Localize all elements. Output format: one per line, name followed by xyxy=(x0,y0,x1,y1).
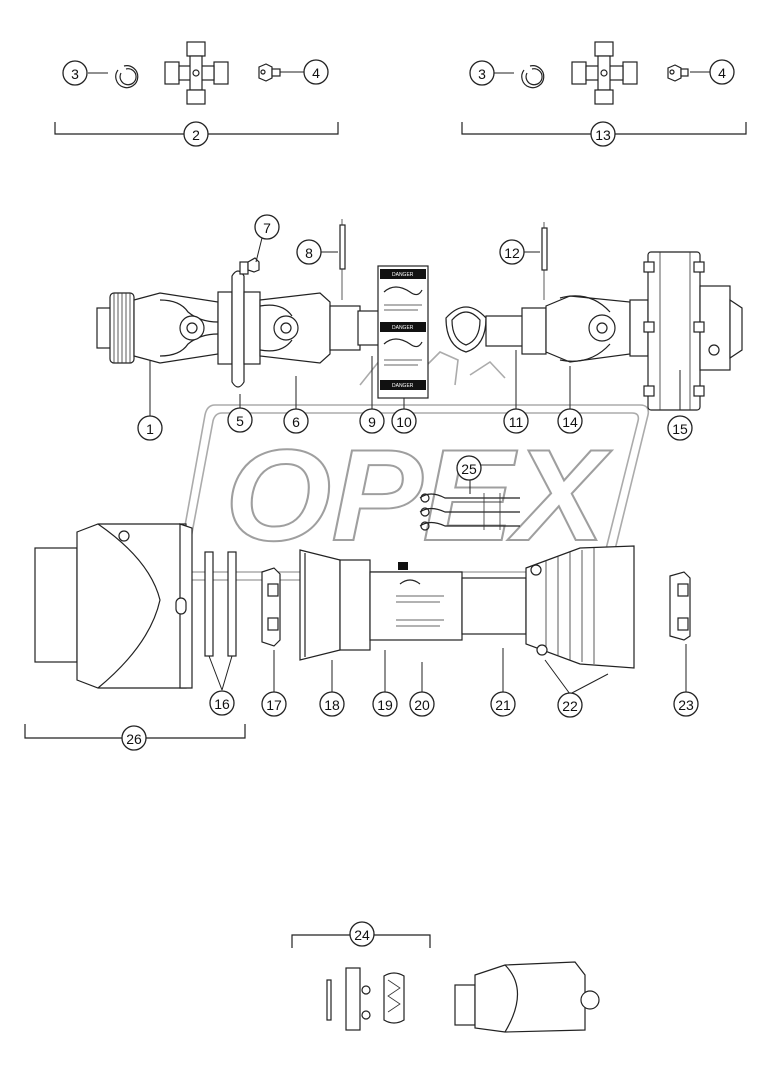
spider-kit-left xyxy=(115,41,281,105)
danger-text-2: DANGER xyxy=(392,325,414,331)
svg-text:18: 18 xyxy=(324,697,340,713)
watermark-text: OPEX xyxy=(225,422,613,568)
svg-text:13: 13 xyxy=(595,127,611,143)
svg-text:22: 22 xyxy=(562,698,578,714)
svg-text:3: 3 xyxy=(478,66,486,82)
svg-text:16: 16 xyxy=(214,696,230,712)
spider-kit-right xyxy=(521,41,689,105)
spring-pins xyxy=(419,493,520,531)
callout-1: 1 xyxy=(137,415,163,441)
svg-text:12: 12 xyxy=(504,245,520,261)
callout-7: 7 xyxy=(254,214,280,240)
callout-11: 11 xyxy=(503,408,529,434)
callout-20: 20 xyxy=(409,691,435,717)
svg-text:5: 5 xyxy=(236,413,244,429)
callout-4-right: 4 xyxy=(709,59,735,85)
callout-13: 14 xyxy=(557,408,583,434)
svg-text:11: 11 xyxy=(509,414,524,430)
callout-9: 9 xyxy=(359,408,385,434)
callout-18: 18 xyxy=(319,691,345,717)
callout-15: 15 xyxy=(667,415,693,441)
callout-26: 26 xyxy=(121,725,147,751)
svg-text:19: 19 xyxy=(377,697,393,713)
svg-text:4: 4 xyxy=(312,65,320,81)
svg-text:23: 23 xyxy=(678,697,694,713)
callout-6: 6 xyxy=(283,408,309,434)
svg-text:25: 25 xyxy=(461,461,477,477)
callout-24: 24 xyxy=(349,921,375,947)
callout-16: 16 xyxy=(209,690,235,716)
callout-25: 25 xyxy=(456,455,482,481)
svg-text:3: 3 xyxy=(71,66,79,82)
warning-label: DANGER DANGER DANGER xyxy=(377,265,429,399)
callout-2: 2 xyxy=(183,121,209,147)
callout-4: 4 xyxy=(303,59,329,85)
svg-text:6: 6 xyxy=(292,414,300,430)
svg-text:10: 10 xyxy=(396,414,412,430)
callout-3: 3 xyxy=(62,60,88,86)
callouts: 3 4 2 3 4 13 7 8 12 1 5 6 9 10 11 14 15 … xyxy=(62,59,735,947)
leader-lines xyxy=(88,71,710,695)
callout-3-right: 3 xyxy=(469,60,495,86)
svg-text:24: 24 xyxy=(354,927,370,943)
danger-text-1: DANGER xyxy=(392,272,414,278)
callout-5: 5 xyxy=(227,407,253,433)
svg-text:26: 26 xyxy=(126,731,142,747)
callout-23: 23 xyxy=(673,691,699,717)
svg-text:15: 15 xyxy=(672,421,688,437)
svg-text:9: 9 xyxy=(368,414,376,430)
yoke-kit xyxy=(326,961,600,1033)
callout-12: 12 xyxy=(499,239,525,265)
svg-text:7: 7 xyxy=(263,220,271,236)
callout-19: 19 xyxy=(372,691,398,717)
callout-22: 22 xyxy=(557,692,583,718)
callout-17: 17 xyxy=(261,691,287,717)
svg-text:17: 17 xyxy=(266,697,282,713)
svg-text:1: 1 xyxy=(146,421,154,437)
svg-text:14: 14 xyxy=(562,414,578,430)
callout-14: 13 xyxy=(590,121,616,147)
callout-10: 10 xyxy=(391,408,417,434)
svg-text:21: 21 xyxy=(495,697,511,713)
svg-text:20: 20 xyxy=(414,697,430,713)
drive-shaft-assembly: DANGER DANGER DANGER xyxy=(96,219,743,411)
callout-8: 8 xyxy=(296,239,322,265)
guard-assembly xyxy=(34,523,691,689)
callout-21: 21 xyxy=(490,691,516,717)
watermark: OPEX xyxy=(175,351,650,611)
danger-text-3: DANGER xyxy=(392,383,414,389)
svg-text:8: 8 xyxy=(305,245,313,261)
svg-text:2: 2 xyxy=(192,127,200,143)
svg-text:4: 4 xyxy=(718,65,726,81)
